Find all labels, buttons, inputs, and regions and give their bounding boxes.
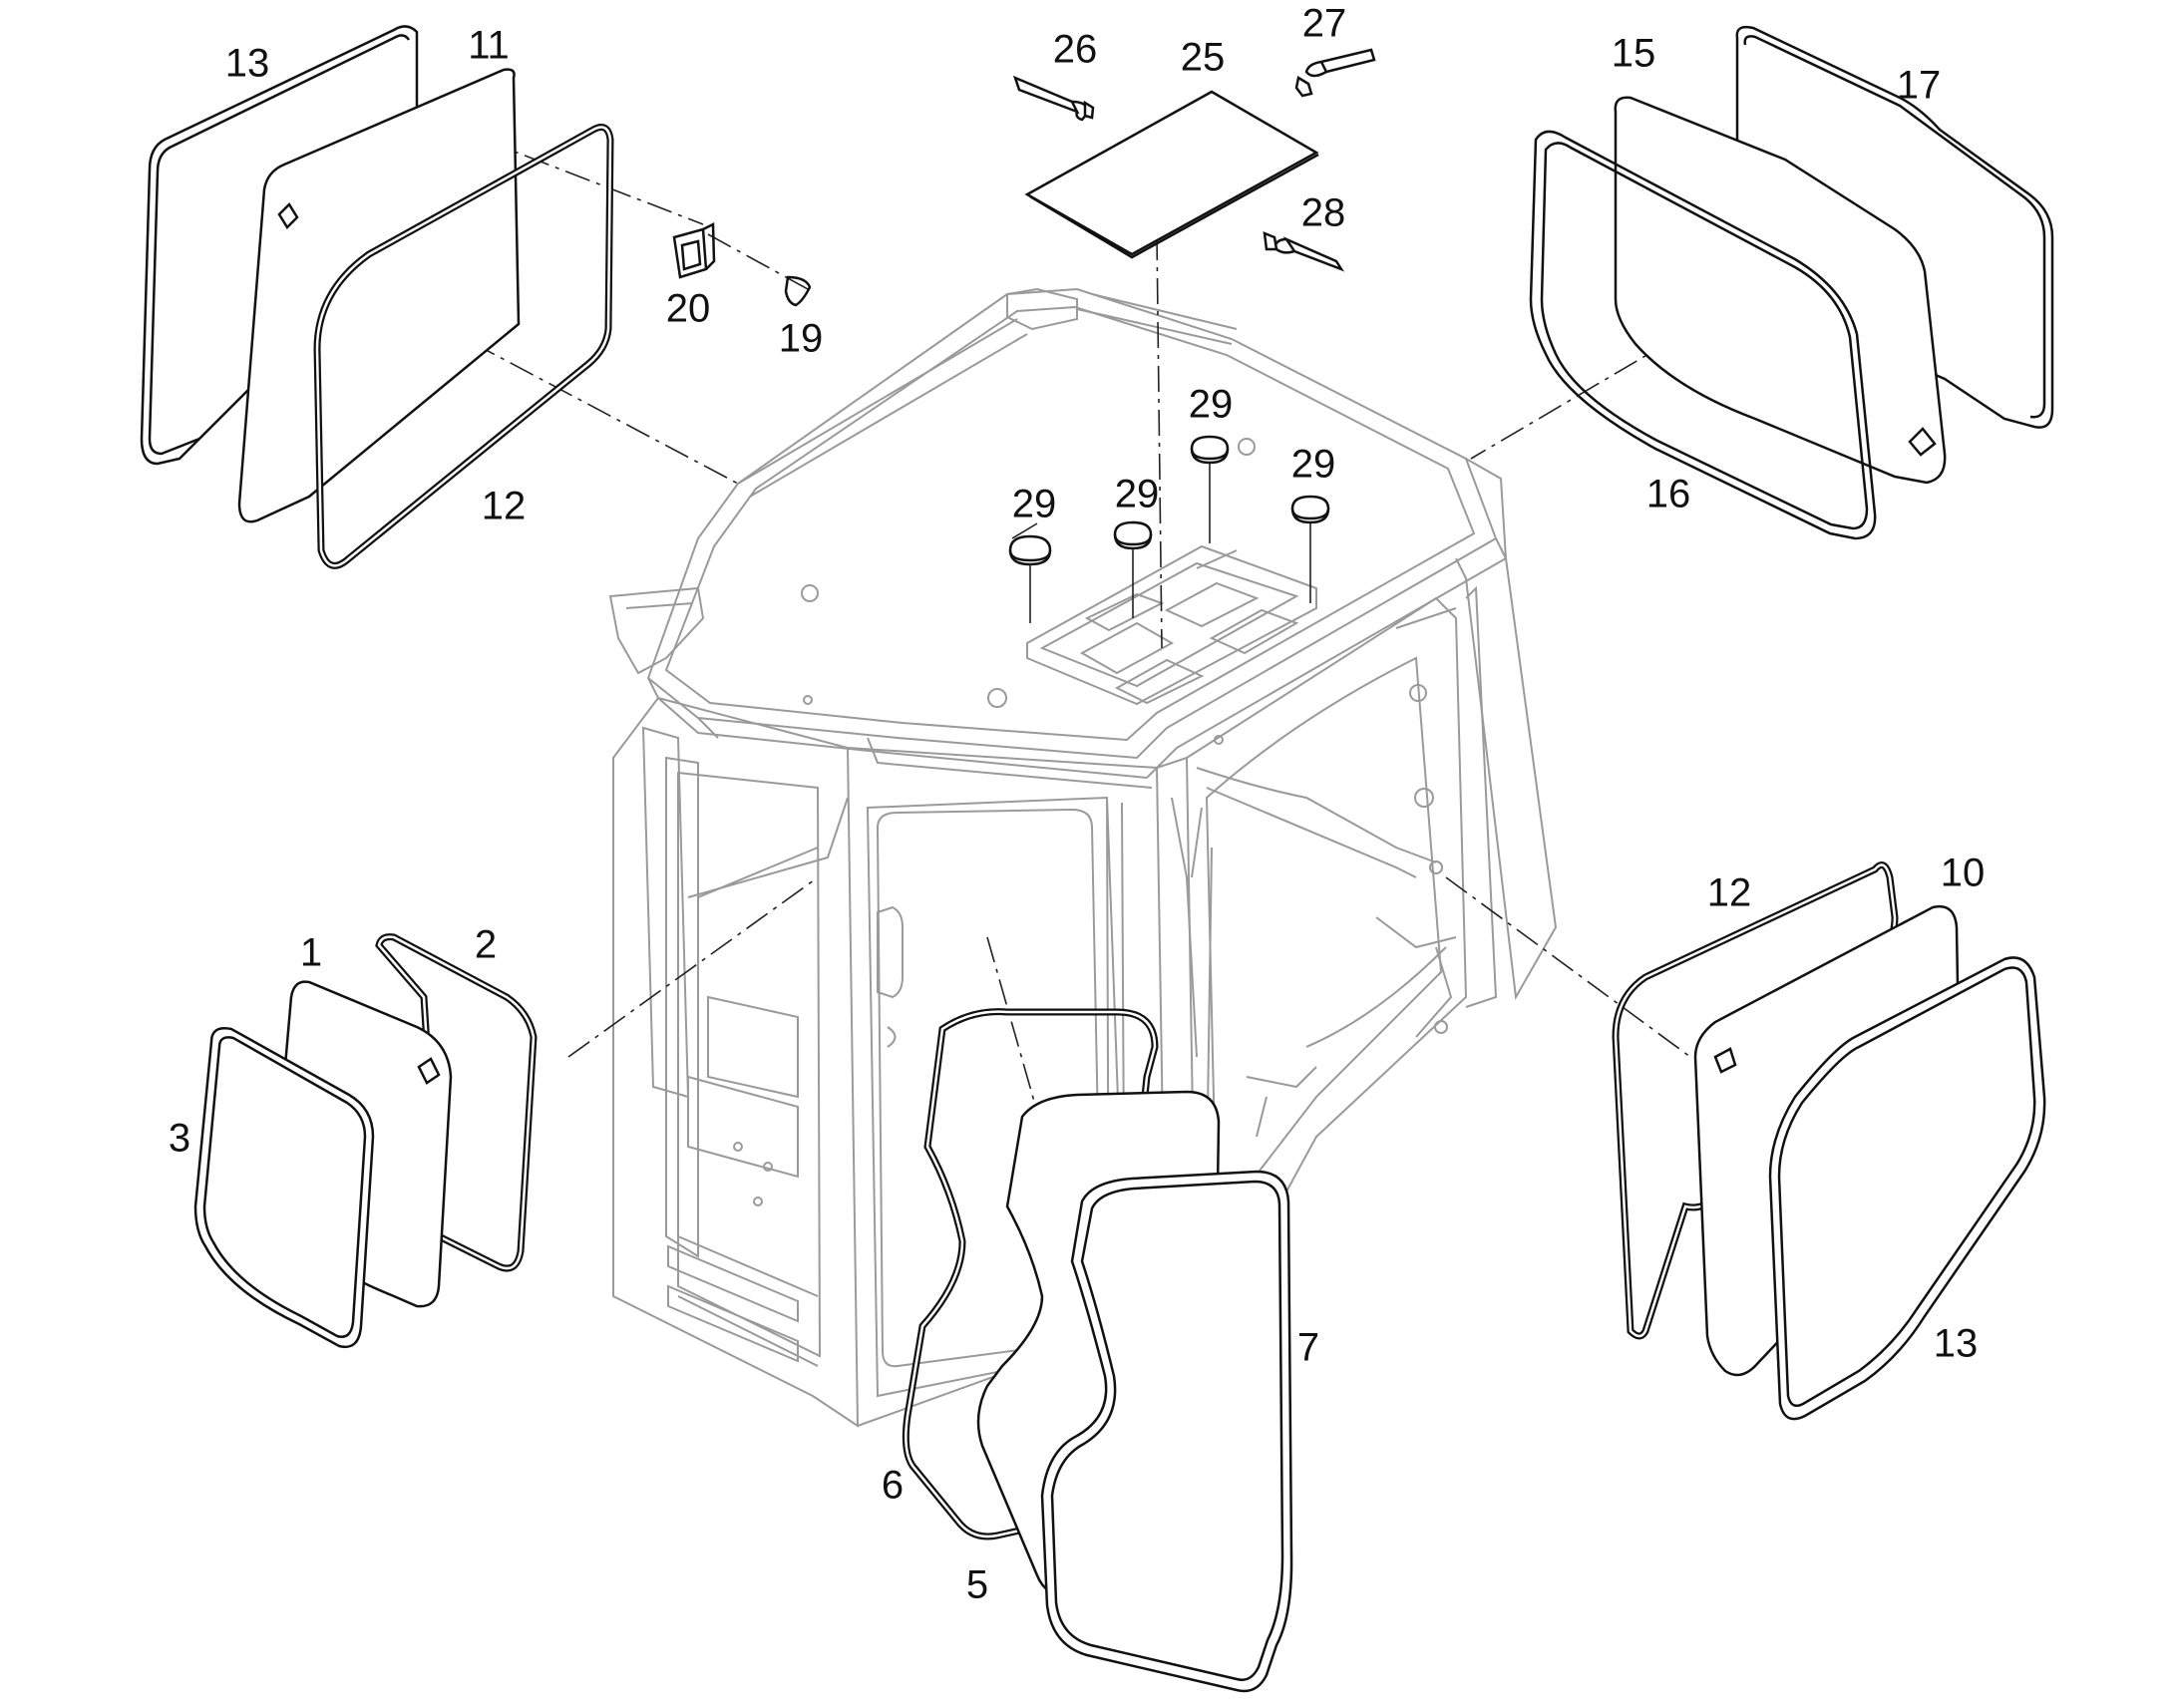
- roof-mat-25: [1024, 90, 1319, 256]
- glass-seal-16: [1529, 130, 1877, 540]
- callout-1: 1: [300, 931, 322, 975]
- glass-strip-7: [1040, 1170, 1293, 1693]
- callout-3: 3: [169, 1117, 190, 1161]
- fitting-28: [1263, 231, 1345, 272]
- clip-parts-19-20: [672, 222, 812, 307]
- callout-20: 20: [666, 287, 711, 331]
- callout-29-d: 29: [1291, 443, 1336, 487]
- fitting-27: [1294, 48, 1376, 98]
- callout-12-top-left: 12: [482, 485, 527, 528]
- callout-13-top-left: 13: [225, 42, 270, 86]
- top-left-window-set: [140, 25, 614, 569]
- callout-25: 25: [1181, 36, 1226, 80]
- glass-strip-13-right: [1768, 956, 2046, 1421]
- glass-strip-3: [193, 1027, 375, 1349]
- callout-12-bottom-right: 12: [1707, 871, 1752, 915]
- assembly-centerlines: [393, 139, 1751, 1113]
- clip-19: [784, 275, 812, 307]
- callout-10: 10: [1941, 852, 1986, 895]
- callout-27: 27: [1302, 2, 1347, 46]
- callout-2: 2: [475, 923, 497, 967]
- callout-7: 7: [1297, 1326, 1319, 1370]
- callout-26: 26: [1053, 28, 1098, 72]
- callout-5: 5: [966, 1563, 988, 1607]
- bottom-left-window-set: [193, 933, 538, 1349]
- glass-pane-11: [237, 68, 521, 523]
- top-center-parts: [1012, 48, 1376, 272]
- callout-19: 19: [779, 317, 824, 361]
- roof-plugs-29: [1008, 435, 1330, 566]
- leader-lines: [1011, 464, 1311, 623]
- callout-numbers: 13 11 12 20 19 26 25 27 28 15 17 16 29 2…: [169, 2, 1985, 1607]
- callout-6: 6: [882, 1464, 904, 1508]
- fitting-26: [1012, 75, 1095, 122]
- glass-strip-17: [1735, 25, 2054, 429]
- callout-11: 11: [468, 24, 510, 68]
- callout-17: 17: [1897, 64, 1942, 108]
- plug-29c: [1190, 435, 1230, 461]
- bottom-right-window-set: [1612, 861, 2046, 1421]
- callout-28: 28: [1301, 191, 1346, 235]
- plug-29b: [1113, 520, 1153, 546]
- plug-29d: [1290, 495, 1330, 520]
- top-right-window-set: [1529, 25, 2054, 540]
- callout-29-b: 29: [1115, 473, 1160, 516]
- clip-bracket-20: [672, 227, 708, 279]
- plug-29a: [1008, 534, 1052, 562]
- callout-29-c: 29: [1189, 383, 1234, 427]
- callout-15: 15: [1612, 32, 1656, 76]
- front-door-window-set: [902, 1008, 1293, 1693]
- callout-29-a: 29: [1012, 483, 1057, 526]
- callout-16: 16: [1646, 473, 1691, 516]
- callout-13-bottom-right: 13: [1934, 1322, 1979, 1366]
